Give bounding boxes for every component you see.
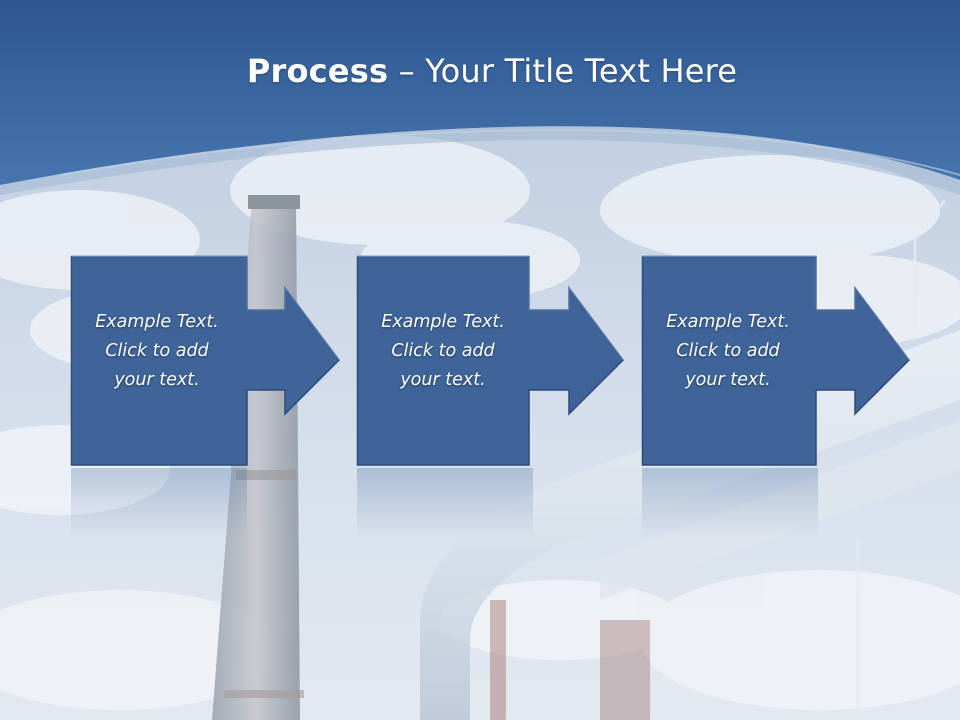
- step-1-line-1: Example Text.: [95, 312, 219, 332]
- arrow-shape-3: [641, 255, 910, 466]
- process-step-1[interactable]: Example Text. Click to add your text.: [70, 255, 340, 466]
- step-2-reflection: [357, 468, 533, 538]
- arrow-shape-2: [356, 255, 624, 466]
- step-1-text[interactable]: Example Text. Click to add your text.: [71, 308, 243, 395]
- step-1-line-2: Click to add: [105, 341, 209, 361]
- process-step-3[interactable]: Example Text. Click to add your text.: [641, 255, 910, 466]
- step-2-text[interactable]: Example Text. Click to add your text.: [357, 308, 529, 395]
- step-2-line-1: Example Text.: [381, 312, 505, 332]
- step-3-line-1: Example Text.: [666, 312, 790, 332]
- step-1-reflection: [71, 468, 247, 538]
- step-2-line-2: Click to add: [391, 341, 495, 361]
- title-bold: Process: [246, 52, 389, 90]
- step-1-line-3: your text.: [114, 370, 200, 390]
- step-3-line-3: your text.: [685, 370, 771, 390]
- process-step-2[interactable]: Example Text. Click to add your text.: [356, 255, 624, 466]
- title-rest: – Your Title Text Here: [388, 52, 738, 90]
- page-title: Process – Your Title Text Here: [0, 52, 960, 90]
- step-3-reflection: [642, 468, 818, 538]
- step-3-line-2: Click to add: [676, 341, 780, 361]
- arrow-shape-1: [70, 255, 340, 466]
- step-2-line-3: your text.: [400, 370, 486, 390]
- step-3-text[interactable]: Example Text. Click to add your text.: [642, 308, 814, 395]
